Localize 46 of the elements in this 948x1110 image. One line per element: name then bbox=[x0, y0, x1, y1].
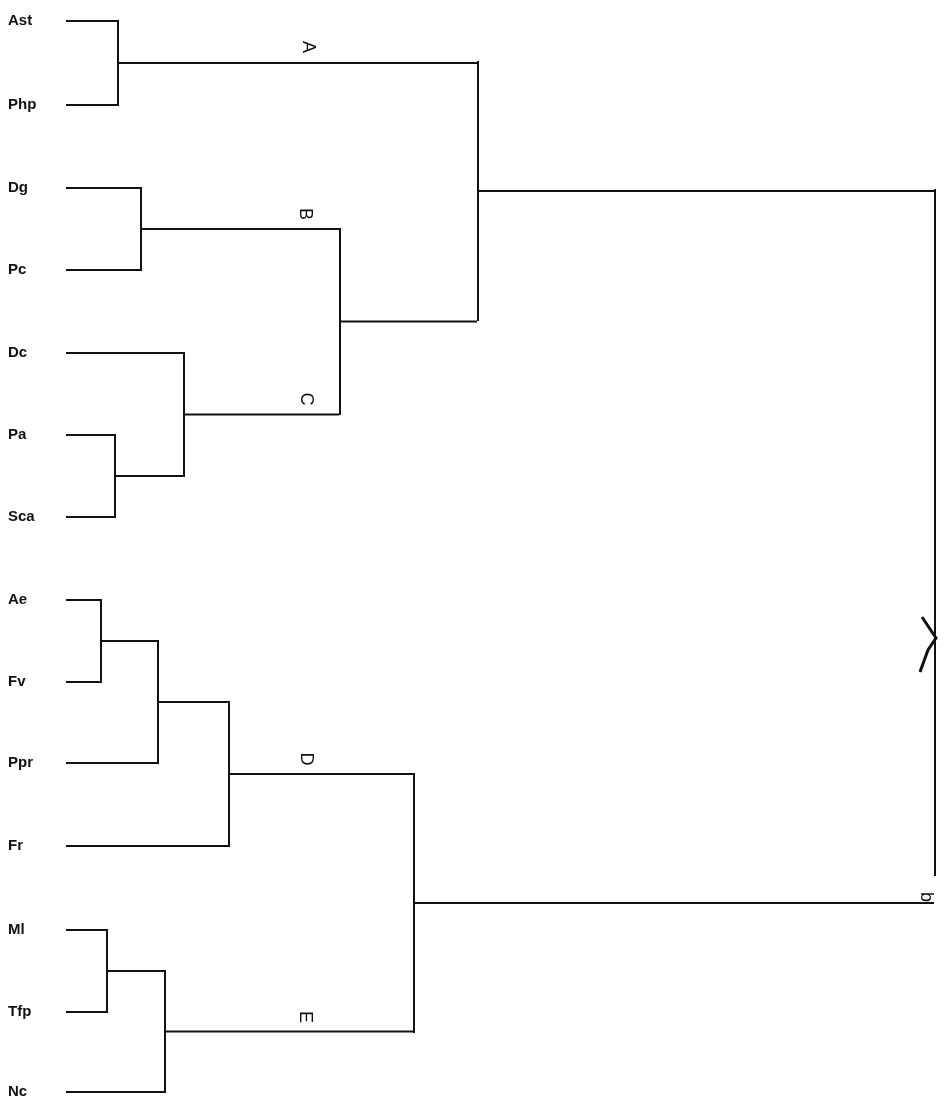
taxon-label: Sca bbox=[8, 507, 66, 527]
branch-line bbox=[118, 62, 478, 64]
branch-line bbox=[65, 104, 118, 106]
branch-line bbox=[340, 320, 478, 323]
taxon-label: Fv bbox=[8, 672, 66, 692]
branch-line bbox=[478, 190, 935, 192]
taxon-label: Pa bbox=[8, 425, 66, 445]
branch-line bbox=[65, 187, 141, 189]
branch-line bbox=[229, 773, 414, 775]
branch-line bbox=[414, 902, 935, 904]
branch-line bbox=[165, 1030, 414, 1033]
branch-line bbox=[107, 970, 165, 972]
taxon-label: Nc bbox=[8, 1082, 66, 1102]
taxon-label: Ae bbox=[8, 590, 66, 610]
branch-line bbox=[65, 762, 158, 764]
taxon-label: Php bbox=[8, 95, 66, 115]
branch-line bbox=[65, 929, 107, 931]
branch-line bbox=[65, 516, 115, 518]
taxon-label: Ast bbox=[8, 11, 66, 31]
taxon-label: Ml bbox=[8, 920, 66, 940]
branch-line bbox=[65, 434, 115, 436]
branch-line bbox=[158, 701, 229, 703]
taxon-label: Tfp bbox=[8, 1002, 66, 1022]
edge-label: b bbox=[918, 892, 936, 902]
branch-line bbox=[184, 413, 340, 416]
branch-line bbox=[65, 1011, 107, 1013]
branch-line bbox=[115, 475, 184, 477]
branch-line bbox=[65, 269, 141, 271]
branch-line bbox=[141, 228, 340, 230]
edge-label: E bbox=[297, 1011, 315, 1023]
taxon-label: Pc bbox=[8, 260, 66, 280]
branch-line bbox=[65, 599, 101, 601]
edge-label: A bbox=[300, 41, 318, 53]
branch-line bbox=[101, 640, 158, 642]
edge-label: C bbox=[297, 392, 316, 406]
edge-label: B bbox=[297, 208, 315, 220]
branch-line bbox=[65, 845, 229, 847]
branch-line bbox=[65, 352, 184, 354]
taxon-label: Fr bbox=[8, 836, 66, 856]
taxon-label: Dg bbox=[8, 178, 66, 198]
branch-line bbox=[65, 681, 101, 683]
taxon-label: Dc bbox=[8, 343, 66, 363]
branch-line bbox=[65, 1091, 165, 1093]
branch-line bbox=[65, 20, 118, 22]
taxon-label: Ppr bbox=[8, 753, 66, 773]
edge-label: D bbox=[297, 752, 316, 766]
